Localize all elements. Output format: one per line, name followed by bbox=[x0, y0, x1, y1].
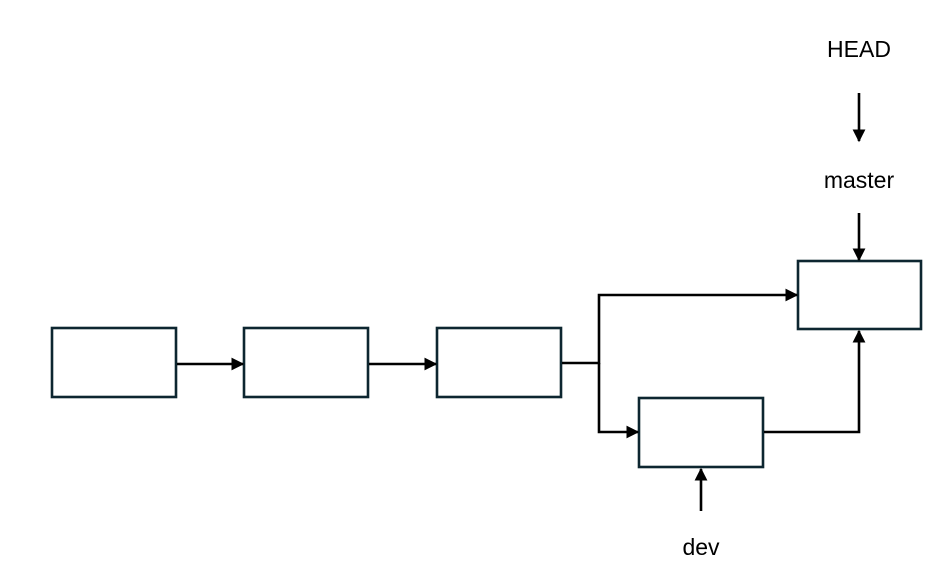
edge-commit-3-to-dev-commit bbox=[597, 363, 640, 439]
dev-commit-box bbox=[637, 396, 765, 469]
master-label: master bbox=[824, 167, 895, 193]
edge-commit-3-to-master-commit bbox=[562, 288, 799, 365]
commit-box-3 bbox=[435, 326, 563, 399]
dev-label: dev bbox=[682, 534, 720, 560]
commit-box-1 bbox=[50, 326, 178, 399]
master-commit-box bbox=[796, 259, 923, 331]
edge-dev-commit-to-master-commit bbox=[764, 329, 866, 434]
head-label: HEAD bbox=[827, 36, 891, 62]
commit-box-2 bbox=[242, 326, 370, 399]
